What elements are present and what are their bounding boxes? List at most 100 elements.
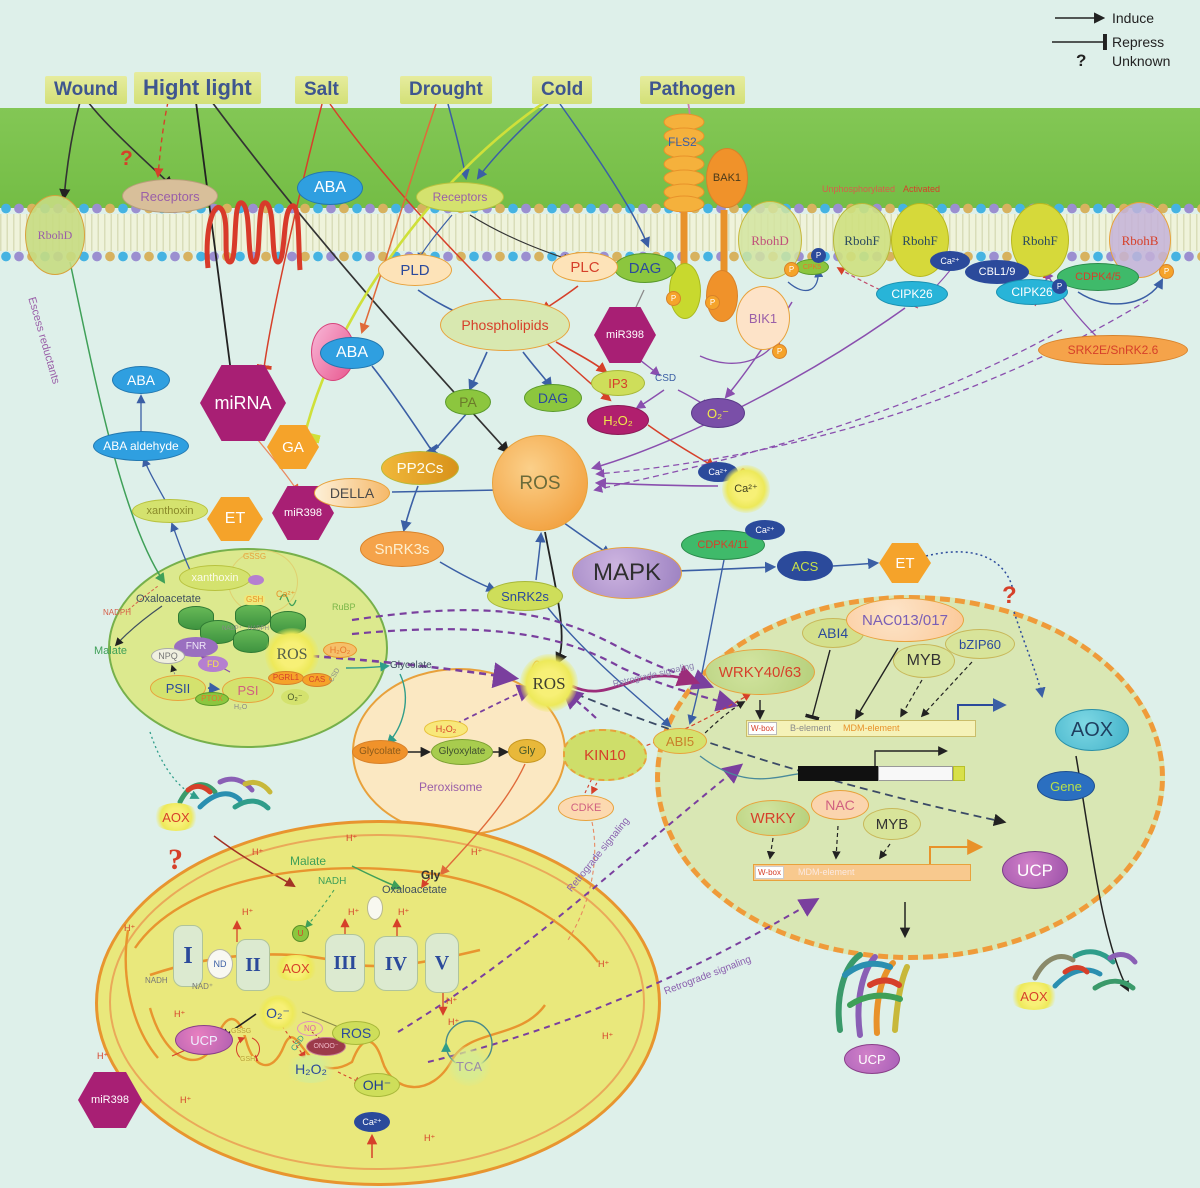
arrow-excess-reductants xyxy=(69,261,166,584)
wbox-1: W-box xyxy=(748,722,777,735)
complex-i: I xyxy=(173,925,203,987)
chl-nadph: NADPH xyxy=(103,608,132,617)
ip3: IP3 xyxy=(591,370,645,396)
nac013: NAC013/017 xyxy=(846,598,964,642)
nadph-small: NADPH xyxy=(248,626,270,632)
stimulus-cold: Cold xyxy=(532,76,593,104)
abi5: ABI5 xyxy=(653,728,707,754)
cpk5: CPK5 xyxy=(795,259,829,275)
cbl19: CBL1/9 xyxy=(965,260,1029,284)
mito-nadh-label: NADH xyxy=(318,876,347,887)
complex-iii: III xyxy=(325,934,365,992)
npq: NPQ xyxy=(151,648,185,664)
mito-gsh: GSH xyxy=(239,1056,257,1063)
perox-h2o2: H₂O₂ xyxy=(424,720,468,738)
mito-gly: Gly xyxy=(421,868,441,882)
h-plus-label: H⁺ xyxy=(180,1095,192,1105)
mito-ucp: UCP xyxy=(175,1025,233,1055)
complex-ii: II xyxy=(236,939,270,991)
stimulus-wound: Wound xyxy=(45,76,128,104)
mito-oxaloacetate: Oxaloacetate xyxy=(382,884,447,896)
mito-oh: OH⁻ xyxy=(354,1073,400,1097)
mito-ca: Ca²⁺ xyxy=(354,1112,390,1132)
myb-lower: MYB xyxy=(863,808,921,840)
mito-nadh: NADH xyxy=(145,976,168,985)
et-right: ET xyxy=(879,543,931,583)
peroxisome-label: Peroxisome xyxy=(419,780,483,794)
arrow-aba-pp2cs xyxy=(371,365,440,457)
arrow-pp2cs-snrk3s xyxy=(400,485,419,533)
stimulus-pathogen: Pathogen xyxy=(640,76,745,104)
arrow-snrk3s-snrk2s xyxy=(439,561,497,592)
aox-structure-bottom-label: AOX xyxy=(1008,982,1060,1010)
stimulus-salt: Salt xyxy=(295,76,348,104)
phospho-badge: P xyxy=(666,291,681,306)
arrow-rboh-ros-dashed1 xyxy=(595,299,1149,478)
h-plus-label: H⁺ xyxy=(446,996,458,1006)
aba-left: ABA xyxy=(112,366,170,394)
wbox-2: W-box xyxy=(755,866,784,879)
h-plus-label: H⁺ xyxy=(348,907,360,917)
mito-no: NO xyxy=(297,1021,323,1036)
ucp-promoter-bar xyxy=(753,864,971,881)
receptors-question-icon: ? xyxy=(120,147,133,170)
rubp-label: RuBP xyxy=(332,602,356,612)
arrow-phospholipids-dag xyxy=(522,351,553,389)
chl-h2o: H₂O xyxy=(234,704,248,711)
granum xyxy=(178,606,214,630)
gssg-label: GSSG xyxy=(243,552,267,561)
dag-lower: DAG xyxy=(524,384,582,412)
gene-terminator xyxy=(953,766,965,781)
arrow-et-qmark xyxy=(925,551,1014,591)
mito-h2o2: H₂O₂ xyxy=(283,1055,339,1083)
dag-membrane: DAG xyxy=(614,253,676,283)
arrow-phospholipids-pa xyxy=(468,351,488,392)
retrograde-label-3: Retrograde signaling xyxy=(662,953,753,998)
pa: PA xyxy=(445,389,491,415)
rbohd-left: RbohD xyxy=(25,195,85,275)
h-plus-label: H⁺ xyxy=(598,959,610,969)
b-element: B-element xyxy=(790,723,832,733)
nac-lower: NAC xyxy=(811,790,869,820)
stimulus-high-light: Hight light xyxy=(134,72,261,104)
ca-channel: Ca²⁺ xyxy=(722,465,770,513)
mito-aox: AOX xyxy=(272,955,320,981)
granum xyxy=(233,629,269,653)
ucp-u-transporter: U xyxy=(292,925,309,942)
ucp-structure-label: UCP xyxy=(844,1044,900,1074)
phospholipids: Phospholipids xyxy=(440,299,570,351)
cdpk45: CDPK4/5 xyxy=(1057,263,1139,291)
nucleus-question-icon: ? xyxy=(1002,582,1017,609)
aox-nucleus: AOX xyxy=(1055,709,1129,751)
wrky4063: WRKY40/63 xyxy=(705,649,815,695)
arrow-acs-et xyxy=(832,558,880,570)
bzip60: bZIP60 xyxy=(945,629,1015,659)
ga: GA xyxy=(267,425,319,469)
fnr: FNR xyxy=(174,637,218,657)
gene-coding-region xyxy=(798,766,878,781)
psii: PSII xyxy=(150,675,206,701)
kin10: KIN10 xyxy=(563,729,647,781)
phospho-badge: P xyxy=(811,248,826,263)
acs: ACS xyxy=(777,551,833,581)
chl-o2: O₂⁻ xyxy=(281,689,309,705)
phospho-badge: P xyxy=(772,344,787,359)
perox-glyoxylate: Glyoxylate xyxy=(431,739,493,765)
perox-glycolate: Glycolate xyxy=(352,740,408,764)
bak1: BAK1 xyxy=(706,148,748,208)
receptors-left: Receptors xyxy=(122,179,218,213)
legend-repress-label: Repress xyxy=(1112,34,1165,50)
arrow-rubp-retro1a xyxy=(351,609,625,651)
h-plus-label: H⁺ xyxy=(602,1031,614,1041)
snrk2s: SnRK2s xyxy=(487,581,563,611)
nd: ND xyxy=(207,949,233,979)
ros-hub: ROS xyxy=(520,654,578,712)
ucp-nucleus: UCP xyxy=(1002,851,1068,889)
h-plus-label: H⁺ xyxy=(448,1017,460,1027)
cdke: CDKE xyxy=(558,795,614,821)
cdpk411: CDPK4/11 xyxy=(681,530,765,560)
ros-main: ROS xyxy=(492,435,588,531)
arrow-xanthoxin-abaald xyxy=(142,457,166,501)
srk2e: SRK2E/SnRK2.6 xyxy=(1038,335,1188,365)
